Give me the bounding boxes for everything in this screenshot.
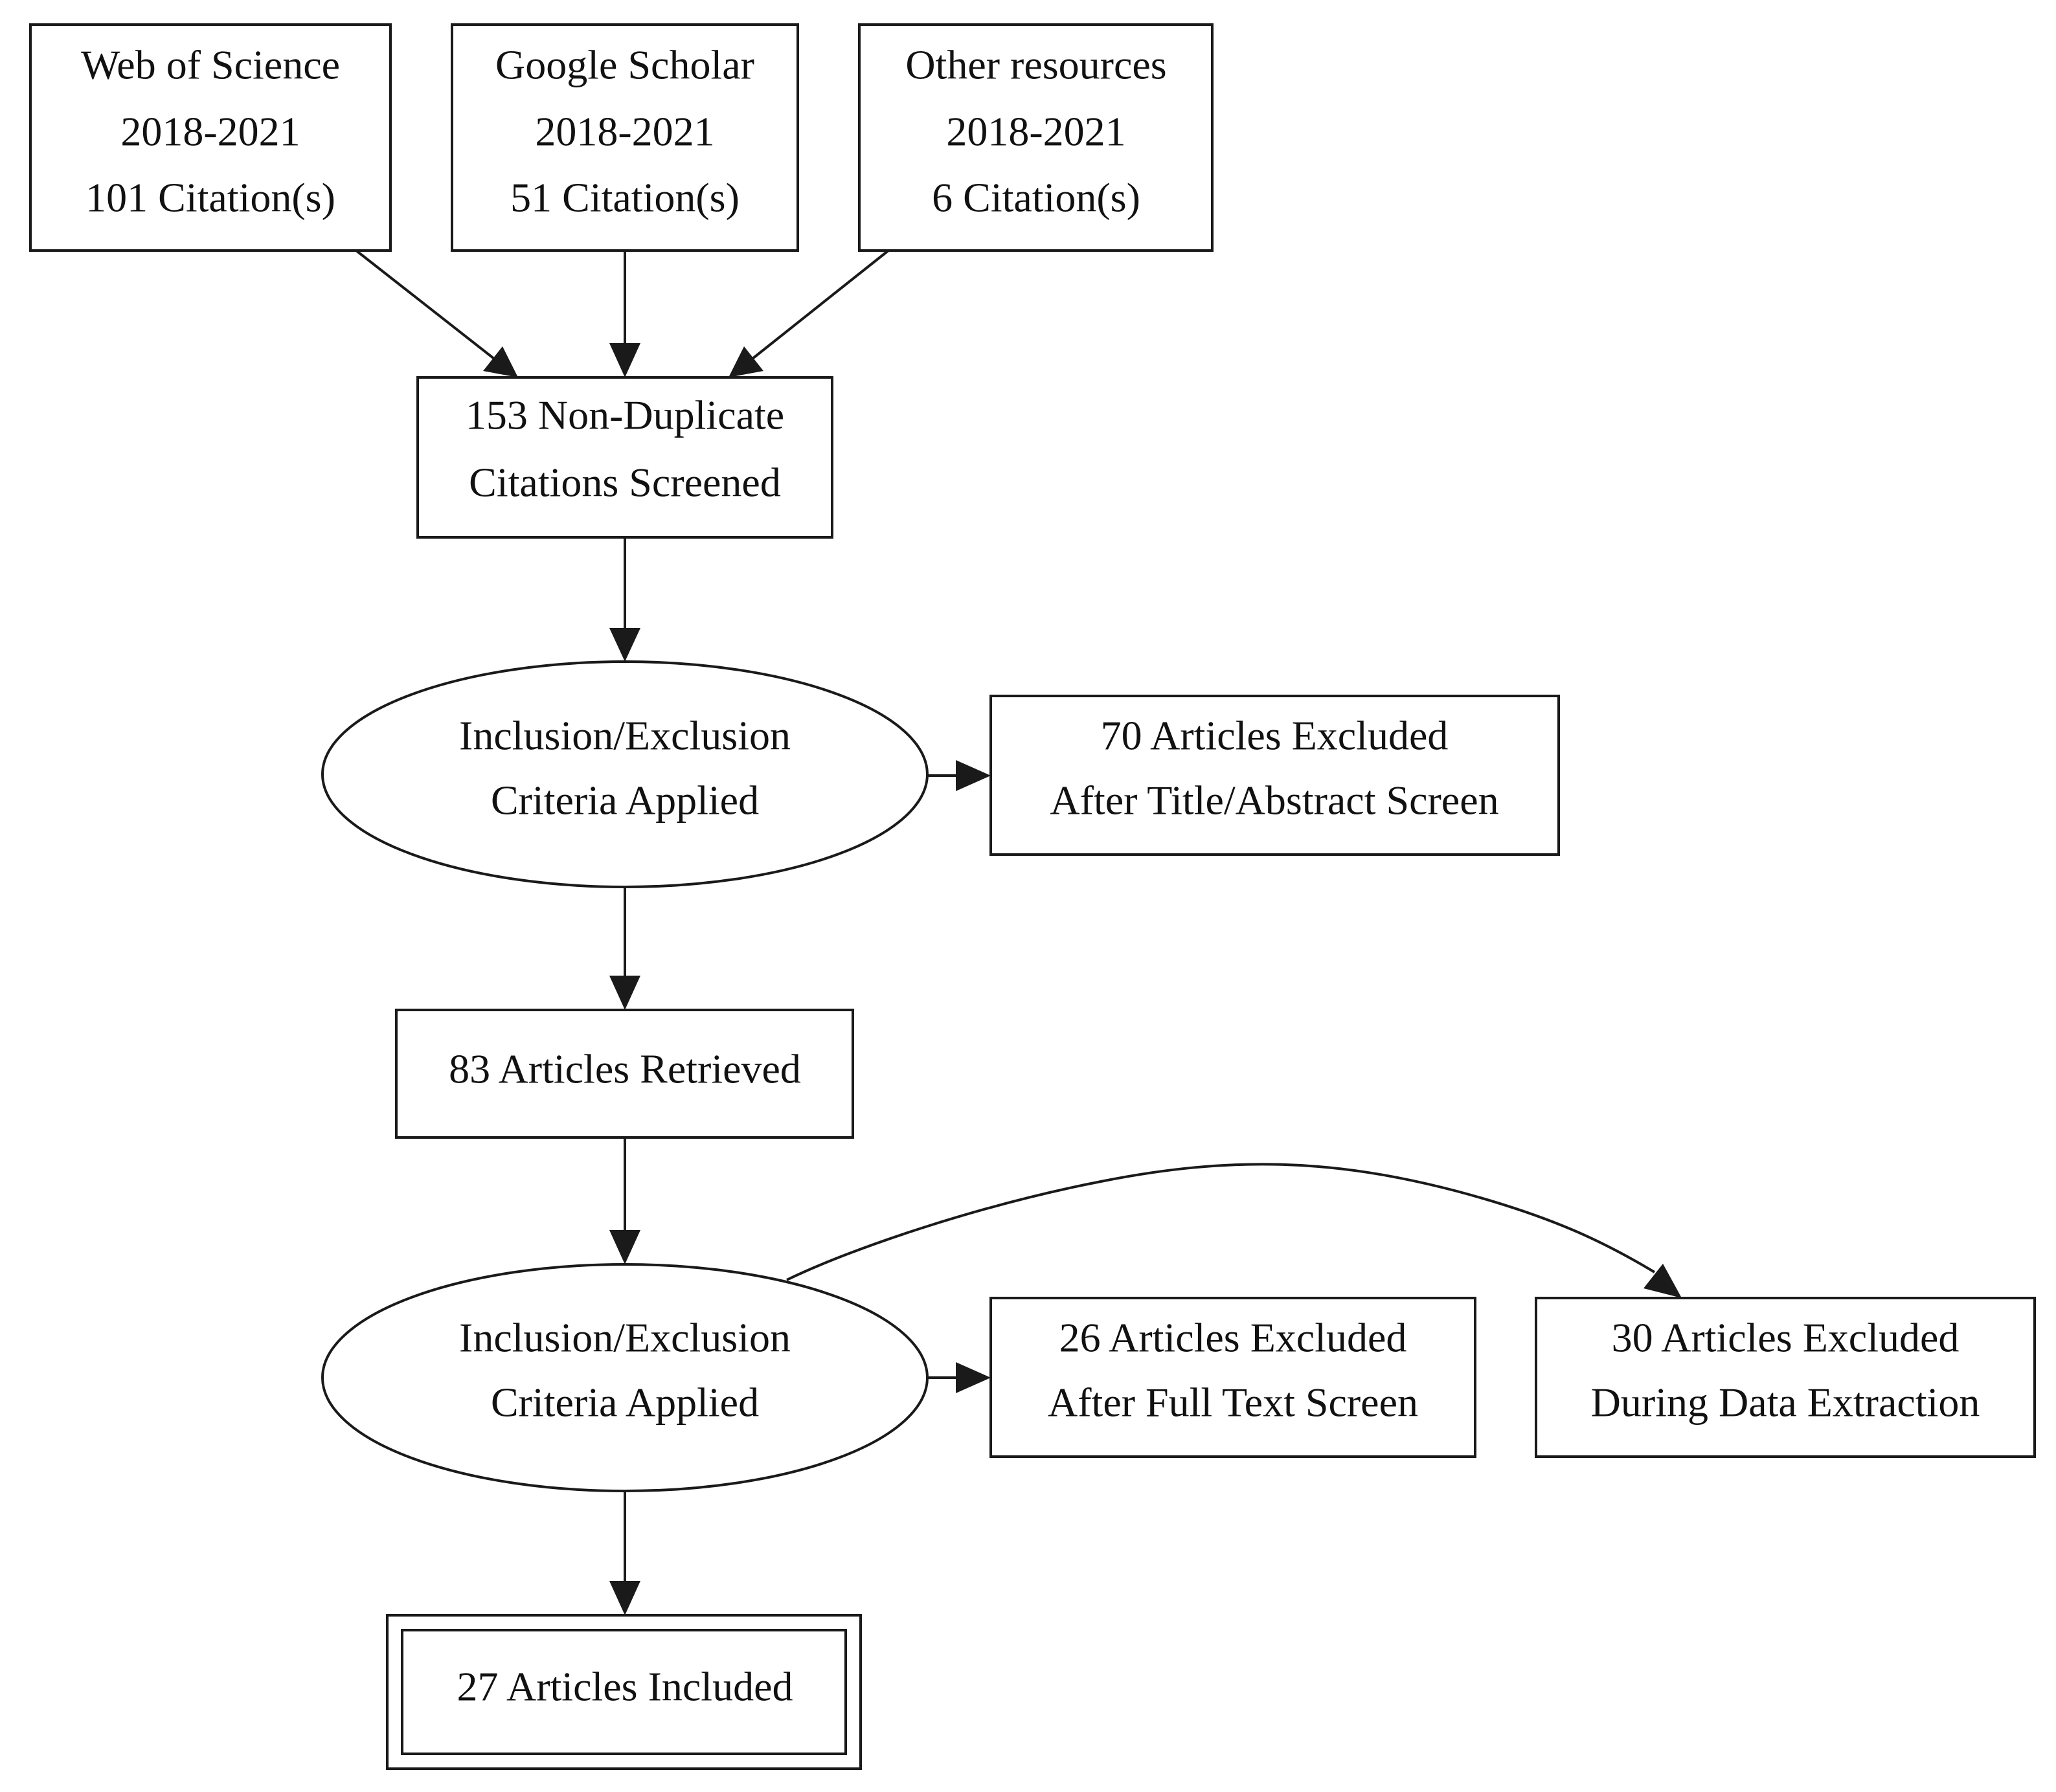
arrowhead-criteria2-to-included xyxy=(609,1581,640,1615)
source-google-scholar-box: Google Scholar 2018-2021 51 Citation(s) xyxy=(451,23,799,252)
excluded-title-line-2: After Title/Abstract Screen xyxy=(1050,778,1498,823)
criteria-applied-ellipse-1: Inclusion/Exclusion Criteria Applied xyxy=(321,660,929,888)
retrieved-label: 83 Articles Retrieved xyxy=(449,1046,801,1092)
criteria1-line-2: Criteria Applied xyxy=(491,778,759,823)
screened-citations-box: 153 Non-Duplicate Citations Screened xyxy=(416,376,833,539)
excluded-fulltext-line-1: 26 Articles Excluded xyxy=(1059,1315,1407,1361)
arrowhead-criteria1-to-retrieved xyxy=(609,976,640,1010)
excluded-fulltext-line-2: After Full Text Screen xyxy=(1048,1380,1418,1426)
arrowhead-wos-to-screened xyxy=(483,346,518,377)
screened-line-2: Citations Screened xyxy=(469,460,781,506)
excluded-title-line-1: 70 Articles Excluded xyxy=(1101,713,1449,759)
other-resources-line-2: 2018-2021 xyxy=(946,109,1125,155)
articles-included-box: 27 Articles Included xyxy=(386,1614,862,1770)
google-scholar-line-1: Google Scholar xyxy=(495,42,754,88)
edge-other-to-screened xyxy=(751,249,890,360)
criteria-applied-ellipse-2: Inclusion/Exclusion Criteria Applied xyxy=(321,1263,929,1492)
arrowhead-criteria2-to-excluded-extraction xyxy=(1644,1264,1682,1298)
criteria2-line-1: Inclusion/Exclusion xyxy=(459,1315,791,1361)
excluded-full-text-box: 26 Articles Excluded After Full Text Scr… xyxy=(989,1297,1476,1458)
web-of-science-line-3: 101 Citation(s) xyxy=(85,175,335,221)
other-resources-line-1: Other resources xyxy=(905,42,1166,88)
arrowhead-retrieved-to-criteria2 xyxy=(609,1230,640,1264)
arrowhead-screened-to-criteria1 xyxy=(609,628,640,662)
other-resources-line-3: 6 Citation(s) xyxy=(932,175,1140,221)
excluded-extraction-line-1: 30 Articles Excluded xyxy=(1612,1315,1960,1361)
edge-wos-to-screened xyxy=(355,249,495,360)
excluded-title-abstract-box: 70 Articles Excluded After Title/Abstrac… xyxy=(989,695,1560,856)
excluded-data-extraction-box: 30 Articles Excluded During Data Extract… xyxy=(1535,1297,2036,1458)
source-web-of-science-box: Web of Science 2018-2021 101 Citation(s) xyxy=(29,23,392,252)
web-of-science-line-2: 2018-2021 xyxy=(120,109,300,155)
edge-criteria2-to-excluded-extraction xyxy=(786,1163,1656,1281)
screened-line-1: 153 Non-Duplicate xyxy=(466,392,784,438)
criteria2-line-2: Criteria Applied xyxy=(491,1380,759,1426)
excluded-extraction-line-2: During Data Extraction xyxy=(1591,1380,1980,1426)
google-scholar-line-2: 2018-2021 xyxy=(535,109,714,155)
arrowhead-gs-to-screened xyxy=(609,343,640,377)
arrowhead-criteria2-to-excluded-fulltext xyxy=(956,1362,991,1393)
articles-retrieved-box: 83 Articles Retrieved xyxy=(395,1009,854,1139)
arrowhead-criteria1-to-excluded-title xyxy=(956,760,991,791)
included-label: 27 Articles Included xyxy=(457,1664,793,1710)
criteria1-line-1: Inclusion/Exclusion xyxy=(459,713,791,759)
edges xyxy=(355,249,1682,1615)
web-of-science-line-1: Web of Science xyxy=(81,42,340,88)
source-other-resources-box: Other resources 2018-2021 6 Citation(s) xyxy=(858,23,1214,252)
google-scholar-line-3: 51 Citation(s) xyxy=(510,175,740,221)
arrowhead-other-to-screened xyxy=(729,346,763,377)
